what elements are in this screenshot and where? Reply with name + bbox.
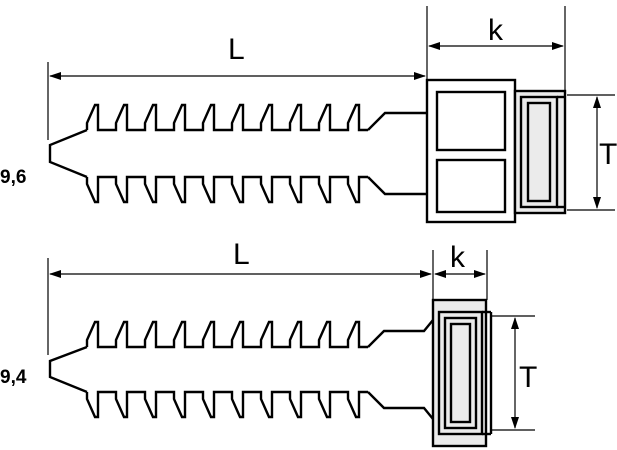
top-head-label: k [488,14,504,47]
bottom-dowel-head [431,298,493,448]
bottom-extension-lines [47,250,535,431]
top-dowel-neck [367,111,427,196]
top-dowel-drawing: L k T 9,6 [0,6,617,224]
bottom-dowel-tip [48,345,88,394]
top-extension-lines [47,6,615,211]
bottom-diameter-label: 9,4 [0,367,27,388]
top-dowel-fins [85,103,368,204]
top-diameter-label: 9,6 [0,167,26,188]
bottom-dowel-fins [85,320,368,419]
top-height-label: T [599,138,617,171]
bottom-head-label: k [450,241,466,274]
top-dowel-tip [48,128,88,179]
bottom-dowel-neck [367,319,434,420]
top-length-label: L [228,33,245,66]
bottom-length-label: L [233,238,250,271]
bottom-height-label: T [519,361,537,394]
top-dowel-head [425,78,567,224]
bottom-dowel-drawing: L k T 9,4 [0,238,537,448]
